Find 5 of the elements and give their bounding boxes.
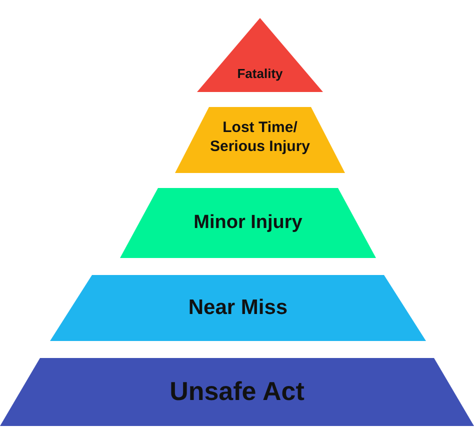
- tier-label: Near Miss: [187, 295, 289, 321]
- tier-label: Lost Time/ Serious Injury: [208, 119, 312, 156]
- tier-label: Fatality: [236, 66, 284, 82]
- tier-label: Minor Injury: [192, 211, 304, 235]
- tier-label: Unsafe Act: [168, 375, 306, 408]
